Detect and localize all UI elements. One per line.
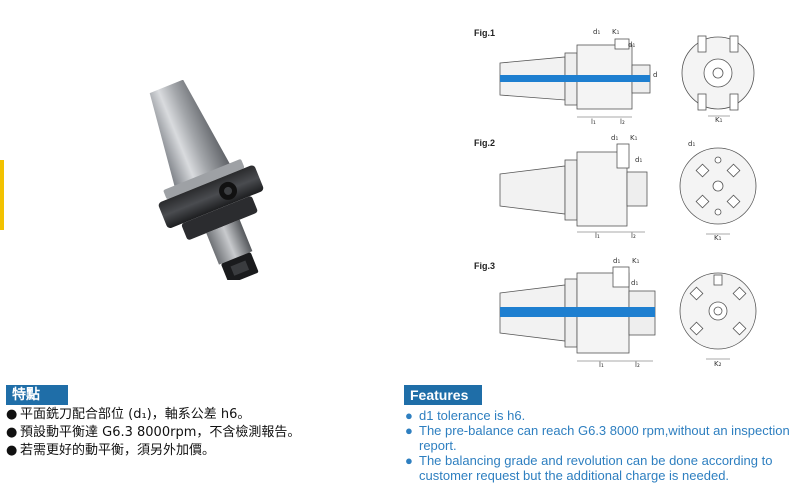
fig-2-dim-d1-end: d₁ <box>688 140 695 148</box>
bullet-icon: ● <box>6 425 18 440</box>
features-en-text: d1 tolerance is h6. <box>419 408 526 423</box>
product-photo <box>149 80 264 280</box>
fig-2-dim-d1: d₁ <box>611 134 618 142</box>
features-zh-text: 預設動平衡達 G6.3 8000rpm，不含檢測報告。 <box>20 425 301 440</box>
features-zh-text: 平面銑刀配合部位 (d₁)，軸系公差 h6。 <box>20 407 251 422</box>
fig-3-dim-d1: d₁ <box>613 257 620 265</box>
fig-3-drawing: l₁ l₂ d₁ K₁ d₁ <box>499 257 656 369</box>
fig-2-end-view: d₁ K₁ <box>679 140 757 242</box>
fig-2-dim-l2: l₂ <box>631 232 636 240</box>
features-en-item: ● d1 tolerance is h6. <box>405 408 790 423</box>
features-en-list: ● d1 tolerance is h6. ● The pre-balance ca… <box>405 408 790 483</box>
bullet-icon: ● <box>405 453 413 468</box>
features-zh-item: ●平面銑刀配合部位 (d₁)，軸系公差 h6。 <box>6 406 300 424</box>
features-en-heading: Features <box>404 385 482 405</box>
fig-2-dim-l1: l₁ <box>595 232 600 240</box>
fig-1-drawing: l₁ l₂ d₁ K₁ d₁ d <box>499 28 657 125</box>
fig-1-end-view: K₁ <box>681 35 755 123</box>
fig-3-dim-l2: l₂ <box>635 361 640 369</box>
features-zh-text: 若需更好的動平衡，須另外加價。 <box>20 443 216 458</box>
fig-2-dim-d1-side: d₁ <box>635 156 642 164</box>
fig-3-end-view: K₂ <box>679 272 757 368</box>
bullet-icon: ● <box>405 423 413 438</box>
fig-1-dim-k1: K₁ <box>612 28 620 36</box>
features-en-item: ● The pre-balance can reach G6.3 8000 rpm… <box>405 423 790 453</box>
fig-1-dim-k1-end: K₁ <box>715 116 723 123</box>
fig-1-dim-l2: l₂ <box>620 118 625 125</box>
fig-3-dim-l1: l₁ <box>599 361 604 369</box>
fig-1-dim-d: d <box>653 71 657 79</box>
fig-2-dim-k1-end: K₁ <box>714 234 722 242</box>
bullet-icon: ● <box>6 407 18 422</box>
fig-2-label: Fig.2 <box>474 138 496 148</box>
features-zh-heading: 特點 <box>6 385 68 405</box>
fig-3-label: Fig.3 <box>474 261 496 271</box>
fig-3-dim-k1: K₁ <box>632 257 640 265</box>
features-zh-item: ●若需更好的動平衡，須另外加價。 <box>6 442 300 460</box>
bullet-icon: ● <box>6 443 18 458</box>
features-en-text: The pre-balance can reach G6.3 8000 rpm,… <box>419 423 790 453</box>
features-en-text: The balancing grade and revolution can b… <box>419 453 773 483</box>
fig-2-dim-k1: K₁ <box>630 134 638 142</box>
bullet-icon: ● <box>405 408 413 423</box>
fig-2-drawing: l₁ l₂ d₁ K₁ d₁ <box>499 134 648 240</box>
fig-3-dim-k2-end: K₂ <box>714 360 722 368</box>
fig-1-dim-l1: l₁ <box>591 118 596 125</box>
fig-1-dim-d1: d₁ <box>593 28 600 36</box>
side-marker <box>0 160 4 230</box>
fig-1-label: Fig.1 <box>474 28 496 38</box>
fig-1-dim-d1-side: d₁ <box>628 41 635 49</box>
features-zh-item: ●預設動平衡達 G6.3 8000rpm，不含檢測報告。 <box>6 424 300 442</box>
features-en-item: ● The balancing grade and revolution can … <box>405 453 790 483</box>
features-zh-list: ●平面銑刀配合部位 (d₁)，軸系公差 h6。 ●預設動平衡達 G6.3 800… <box>6 406 300 460</box>
fig-3-dim-d1-side: d₁ <box>631 279 638 287</box>
